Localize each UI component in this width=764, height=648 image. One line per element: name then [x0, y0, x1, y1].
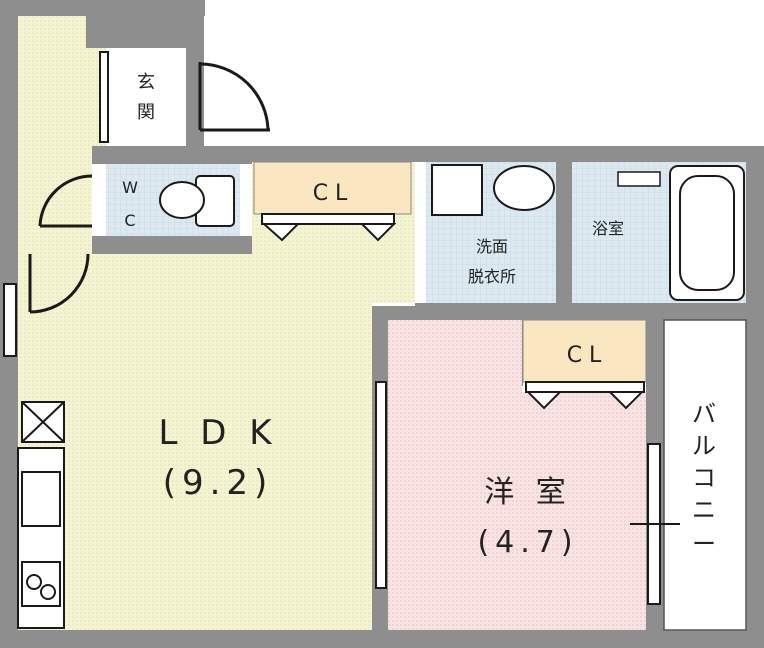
- western-sliding-door[interactable]: [375, 381, 387, 589]
- label-western-size: (4.7): [477, 525, 578, 560]
- label-bathroom: 浴室: [592, 219, 624, 238]
- western-floor: [388, 320, 646, 630]
- left-window: [3, 283, 17, 357]
- label-balcony-2: ル: [692, 432, 716, 460]
- closet-bedroom-doors[interactable]: [525, 381, 645, 410]
- wet-divider-wall: [556, 162, 572, 303]
- label-closet-top: C L: [313, 181, 348, 206]
- label-washroom-1: 洗面: [476, 237, 508, 256]
- label-entrance-1: 玄: [137, 72, 155, 93]
- label-balcony-5: ー: [692, 530, 716, 558]
- shower-icon: [617, 171, 661, 187]
- bathtub-icon: [669, 165, 745, 301]
- wc-door[interactable]: [38, 174, 93, 228]
- closet-bedroom-floor: [522, 319, 647, 383]
- entrance-floor: [106, 48, 186, 146]
- label-balcony-1: バ: [692, 400, 716, 428]
- ldk-door[interactable]: [28, 253, 90, 314]
- label-washroom-2: 脱衣所: [468, 267, 516, 286]
- balcony-window[interactable]: [630, 443, 680, 605]
- fridge-icon: [21, 401, 65, 443]
- toilet-icon: [159, 175, 235, 227]
- balcony-floor: [663, 319, 747, 631]
- label-closet-bedroom: C L: [567, 343, 602, 368]
- label-ldk-size: (9.2): [163, 463, 274, 503]
- label-balcony-3: コ: [692, 464, 716, 492]
- label-entrance-2: 関: [137, 102, 155, 123]
- washbasin-icon: [431, 164, 555, 216]
- label-ldk-name: L D K: [158, 413, 277, 453]
- label-balcony-4: ニ: [692, 496, 716, 524]
- label-wc-1: W: [122, 178, 138, 197]
- closet-top-doors[interactable]: [261, 213, 397, 242]
- entrance-door[interactable]: [198, 62, 270, 132]
- ldk-floor: [18, 16, 415, 630]
- entrance-step: [99, 51, 109, 143]
- kitchen-counter: [17, 447, 65, 629]
- label-western-name: 洋 室: [484, 475, 572, 510]
- label-wc-2: C: [124, 211, 135, 230]
